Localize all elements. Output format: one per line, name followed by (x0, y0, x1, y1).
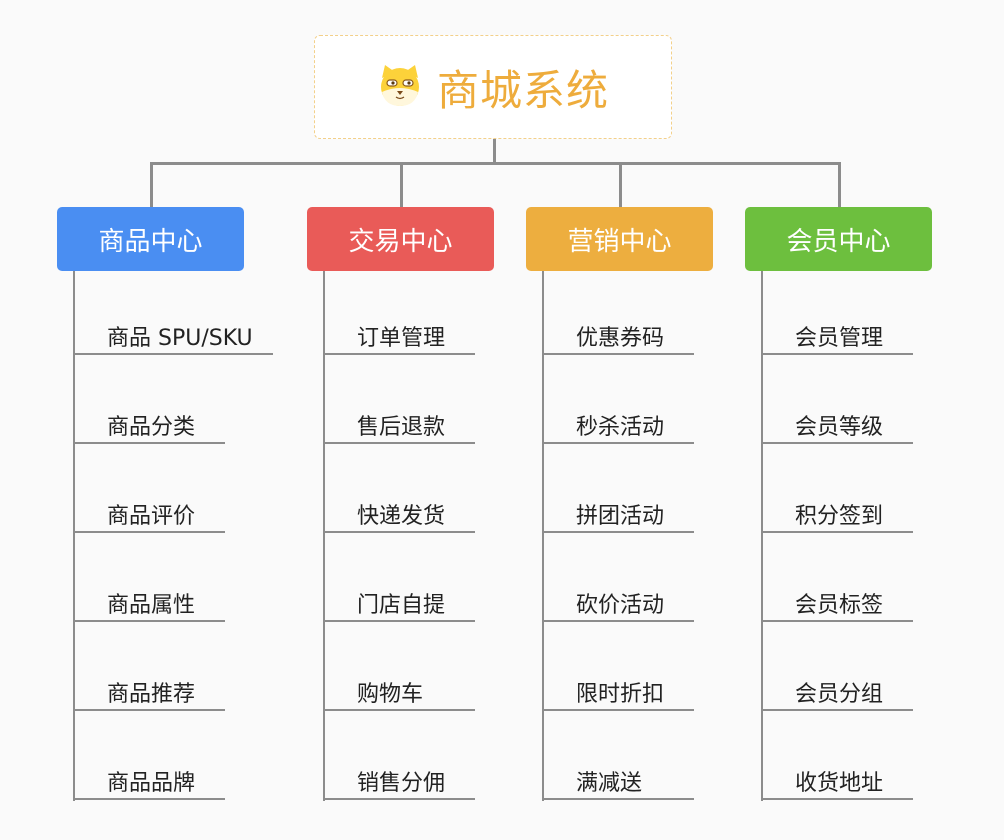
category-item-label: 限时折扣 (576, 682, 665, 707)
item-underline (73, 709, 225, 711)
category-item-label: 商品 SPU/SKU (107, 326, 253, 351)
category-item-label: 会员标签 (795, 593, 884, 618)
branch-line (761, 271, 763, 801)
category-item-label: 销售分佣 (357, 771, 446, 796)
branch-line (542, 271, 544, 801)
item-underline (542, 442, 694, 444)
item-underline (761, 709, 913, 711)
connector-line (838, 162, 841, 207)
category-item-label: 拼团活动 (576, 504, 665, 529)
item-underline (542, 709, 694, 711)
item-underline (323, 798, 475, 800)
category-item-label: 会员管理 (795, 326, 884, 351)
item-underline (73, 531, 225, 533)
category-item-label: 售后退款 (357, 415, 446, 440)
connector-line (493, 139, 496, 164)
category-3: 营销中心 (526, 207, 713, 271)
item-underline (761, 442, 913, 444)
category-item-label: 会员等级 (795, 415, 884, 440)
item-underline (542, 798, 694, 800)
category-item-label: 商品分类 (107, 415, 196, 440)
item-underline (323, 620, 475, 622)
category-item-label: 收货地址 (795, 771, 884, 796)
connector-line (150, 162, 841, 165)
connector-line (400, 162, 403, 207)
category-item-label: 积分签到 (795, 504, 884, 529)
item-underline (323, 442, 475, 444)
item-underline (761, 620, 913, 622)
category-item-label: 商品品牌 (107, 771, 196, 796)
item-underline (73, 620, 225, 622)
category-item-label: 优惠券码 (576, 326, 665, 351)
category-item-label: 门店自提 (357, 593, 446, 618)
connector-line (619, 162, 622, 207)
item-underline (761, 353, 913, 355)
item-underline (542, 620, 694, 622)
root-title: 商城系统 (436, 65, 609, 115)
category-item-label: 商品评价 (107, 504, 196, 529)
category-item-label: 商品属性 (107, 593, 196, 618)
item-underline (542, 531, 694, 533)
category-item-label: 快递发货 (357, 504, 446, 529)
category-item-label: 秒杀活动 (576, 415, 665, 440)
category-item-label: 满减送 (576, 771, 643, 796)
category-item-label: 商品推荐 (107, 682, 196, 707)
item-underline (761, 531, 913, 533)
item-underline (323, 353, 475, 355)
item-underline (73, 798, 225, 800)
root-node: 商城系统 (314, 35, 672, 139)
category-item-label: 会员分组 (795, 682, 884, 707)
category-item-label: 砍价活动 (576, 593, 665, 618)
shiba-dog-icon (377, 62, 423, 112)
category-item-label: 订单管理 (357, 326, 446, 351)
category-item-label: 购物车 (357, 682, 424, 707)
item-underline (323, 531, 475, 533)
category-2: 交易中心 (307, 207, 494, 271)
category-4: 会员中心 (745, 207, 932, 271)
category-1: 商品中心 (57, 207, 244, 271)
item-underline (73, 353, 273, 355)
branch-line (73, 271, 75, 801)
item-underline (542, 353, 694, 355)
connector-line (150, 162, 153, 207)
branch-line (323, 271, 325, 801)
item-underline (73, 442, 225, 444)
item-underline (761, 798, 913, 800)
item-underline (323, 709, 475, 711)
